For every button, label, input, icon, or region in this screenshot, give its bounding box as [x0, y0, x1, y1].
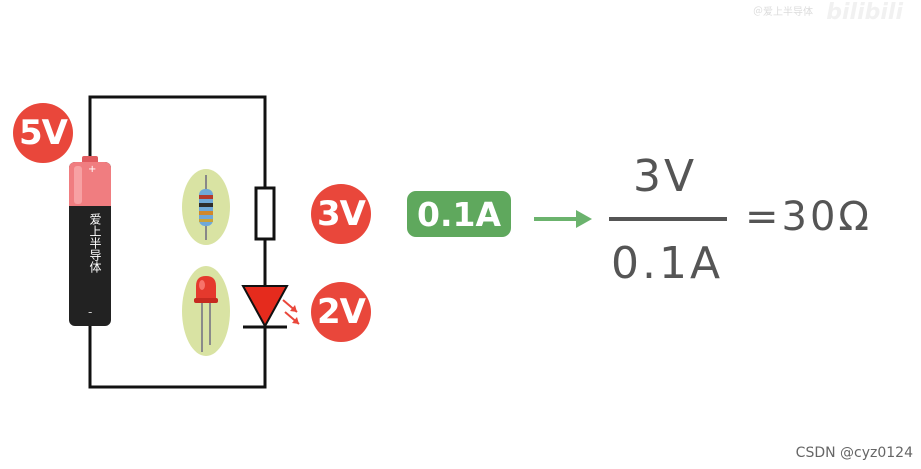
battery-minus-label: -: [88, 305, 93, 319]
resistor-voltage-badge: 3V: [311, 184, 371, 244]
resistor-photo-icon: [182, 169, 230, 245]
led-photo-icon: [182, 266, 230, 356]
resistor-symbol: [254, 186, 276, 241]
fraction-numerator: 3V: [633, 151, 698, 202]
csdn-watermark: CSDN @cyz0124: [795, 445, 913, 461]
led-symbol-icon: [241, 285, 300, 329]
circuit-wires: [88, 95, 267, 389]
watermark-channel: ＠爱上半导体: [753, 7, 813, 18]
battery-plus-label: +: [88, 164, 97, 175]
arrow-right-icon: [534, 210, 592, 228]
led-voltage-badge: 2V: [311, 282, 371, 342]
battery-voltage-badge: 5V: [13, 103, 73, 163]
bilibili-watermark: bilibili: [826, 0, 903, 25]
current-badge: 0.1A: [407, 191, 511, 237]
battery-label: 爱上半导体: [88, 213, 102, 273]
result-text: =30Ω: [745, 194, 872, 240]
battery-icon: [69, 156, 111, 326]
fraction-denominator: 0.1A: [611, 238, 724, 289]
